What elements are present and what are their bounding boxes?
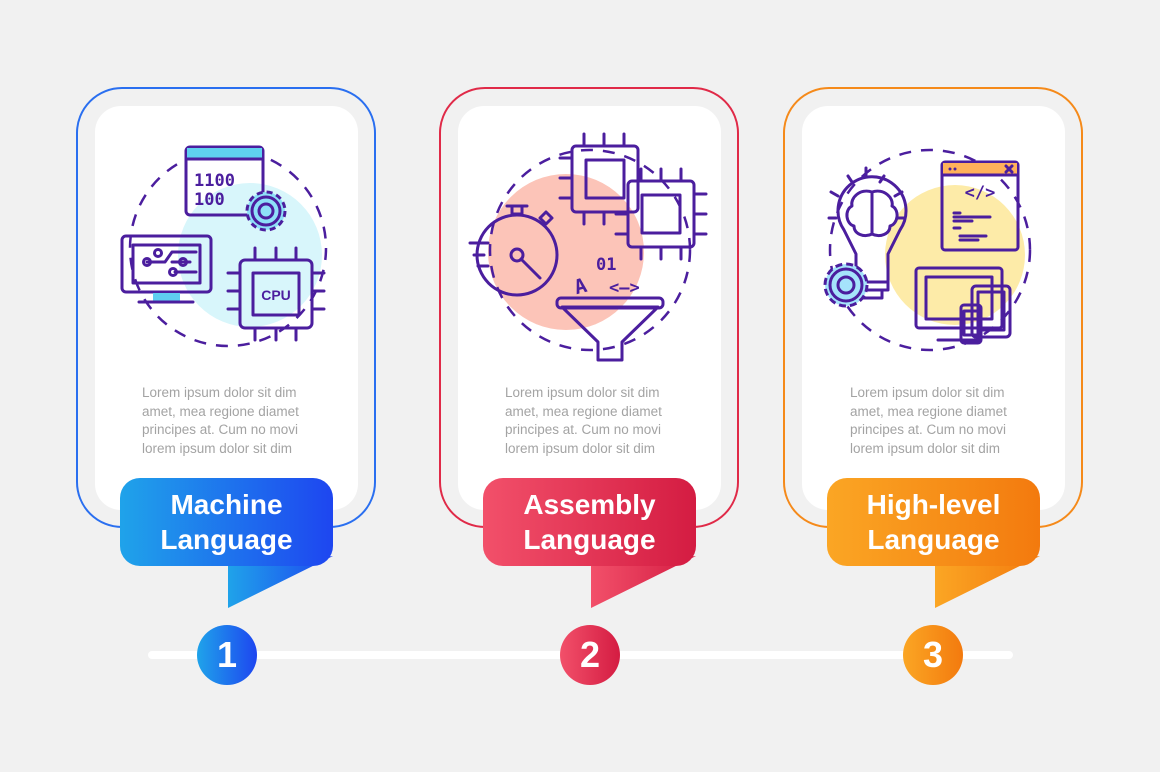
- code-window-icon: </>: [940, 160, 1020, 252]
- assembly-language-icon: 01 A <–>: [468, 132, 708, 362]
- funnel-icon: [555, 296, 665, 362]
- svg-text:1100: 1100: [194, 171, 235, 191]
- description-line: Lorem ipsum dolor sit dim: [505, 385, 660, 400]
- svg-text:</>: </>: [965, 183, 996, 203]
- label-tail-2: [591, 556, 696, 608]
- description-line: Lorem ipsum dolor sit dim: [142, 385, 297, 400]
- svg-text:01: 01: [596, 255, 616, 275]
- description-line: lorem ipsum dolor sit dim: [850, 440, 1001, 456]
- description-line: amet, mea regione diamet: [505, 403, 662, 419]
- gear-icon: [823, 262, 869, 308]
- step-1-title-label: Machine Language: [120, 478, 333, 566]
- title-line: Assembly: [523, 489, 656, 520]
- stopwatch-icon: [468, 204, 559, 297]
- title-line: Language: [867, 524, 1000, 555]
- title-line: High-level: [866, 489, 1001, 520]
- step-3-description: Lorem ipsum dolor sit dim amet, mea regi…: [850, 384, 1050, 458]
- high-level-language-icon: </>: [823, 148, 1032, 352]
- chip-icon: [558, 132, 640, 226]
- devices-icon: [914, 266, 1012, 345]
- binary-window-icon: 1100 100: [184, 145, 265, 217]
- description-line: amet, mea regione diamet: [142, 403, 299, 419]
- step-1-description: Lorem ipsum dolor sit dim amet, mea regi…: [142, 384, 342, 458]
- step-1-number-badge: 1: [197, 625, 257, 685]
- svg-text:CPU: CPU: [261, 287, 291, 303]
- step-3-title-label: High-level Language: [827, 478, 1040, 566]
- lightbulb-brain-icon: [827, 166, 908, 300]
- step-3-number-badge: 3: [903, 625, 963, 685]
- step-2-number-badge: 2: [560, 625, 620, 685]
- svg-text:A: A: [571, 273, 589, 299]
- gear-icon: [245, 190, 287, 232]
- title-line: Machine: [170, 489, 283, 520]
- label-tail-3: [935, 556, 1040, 608]
- svg-text:<–>: <–>: [609, 278, 640, 298]
- cpu-chip-icon: CPU: [226, 246, 326, 342]
- description-line: principes at. Cum no movi: [142, 422, 299, 438]
- description-line: principes at. Cum no movi: [505, 422, 662, 438]
- title-line: Language: [523, 524, 656, 555]
- description-line: lorem ipsum dolor sit dim: [142, 440, 293, 456]
- description-line: lorem ipsum dolor sit dim: [505, 440, 656, 456]
- machine-language-icon: 1100 100 CPU: [120, 145, 328, 348]
- description-line: Lorem ipsum dolor sit dim: [850, 385, 1005, 400]
- step-2-description: Lorem ipsum dolor sit dim amet, mea regi…: [505, 384, 705, 458]
- description-line: amet, mea regione diamet: [850, 403, 1007, 419]
- svg-text:100: 100: [194, 190, 225, 210]
- title-line: Language: [160, 524, 293, 555]
- description-line: principes at. Cum no movi: [850, 422, 1007, 438]
- step-2-title-label: Assembly Language: [483, 478, 696, 566]
- monitor-circuit-icon: [120, 234, 213, 304]
- label-tail-1: [228, 556, 333, 608]
- chip-icon: [614, 167, 708, 261]
